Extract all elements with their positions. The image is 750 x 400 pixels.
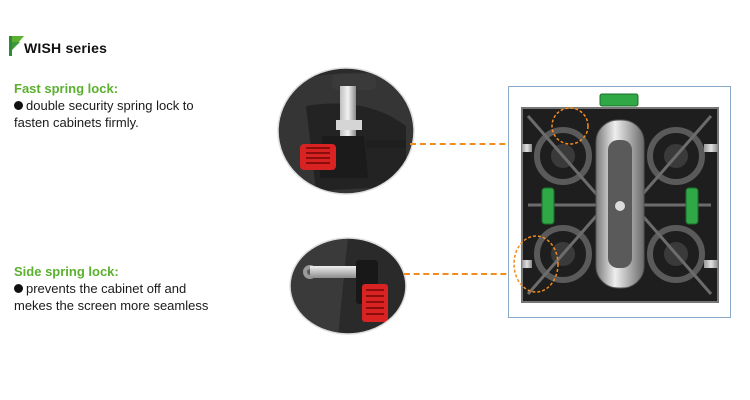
- led-cabinet-rear-image: [508, 86, 731, 318]
- callout-leader-line: [410, 143, 555, 145]
- series-title: WISH series: [24, 40, 108, 56]
- bullet-icon: [14, 101, 23, 110]
- side-lock-closeup-image: [289, 237, 407, 335]
- feature-title: Fast spring lock:: [14, 81, 119, 96]
- feature-line: prevents the cabinet off and: [26, 281, 187, 296]
- feature-line: mekes the screen more seamless: [14, 298, 209, 313]
- feature-title: Side spring lock:: [14, 264, 119, 279]
- feature-line: double security spring lock to: [26, 98, 194, 113]
- callout-leader-line: [404, 273, 516, 275]
- fast-lock-closeup-image: [277, 67, 415, 195]
- feature-line: fasten cabinets firmly.: [14, 115, 139, 130]
- feature-side-spring-lock: Side spring lock: prevents the cabinet o…: [14, 264, 208, 314]
- bullet-icon: [14, 284, 23, 293]
- green-flag-logo-icon: [9, 36, 24, 56]
- series-header: WISH series: [8, 34, 107, 56]
- feature-fast-spring-lock: Fast spring lock: double security spring…: [14, 81, 194, 131]
- feature-description: prevents the cabinet off and mekes the s…: [14, 280, 208, 314]
- feature-description: double security spring lock to fasten ca…: [14, 97, 194, 131]
